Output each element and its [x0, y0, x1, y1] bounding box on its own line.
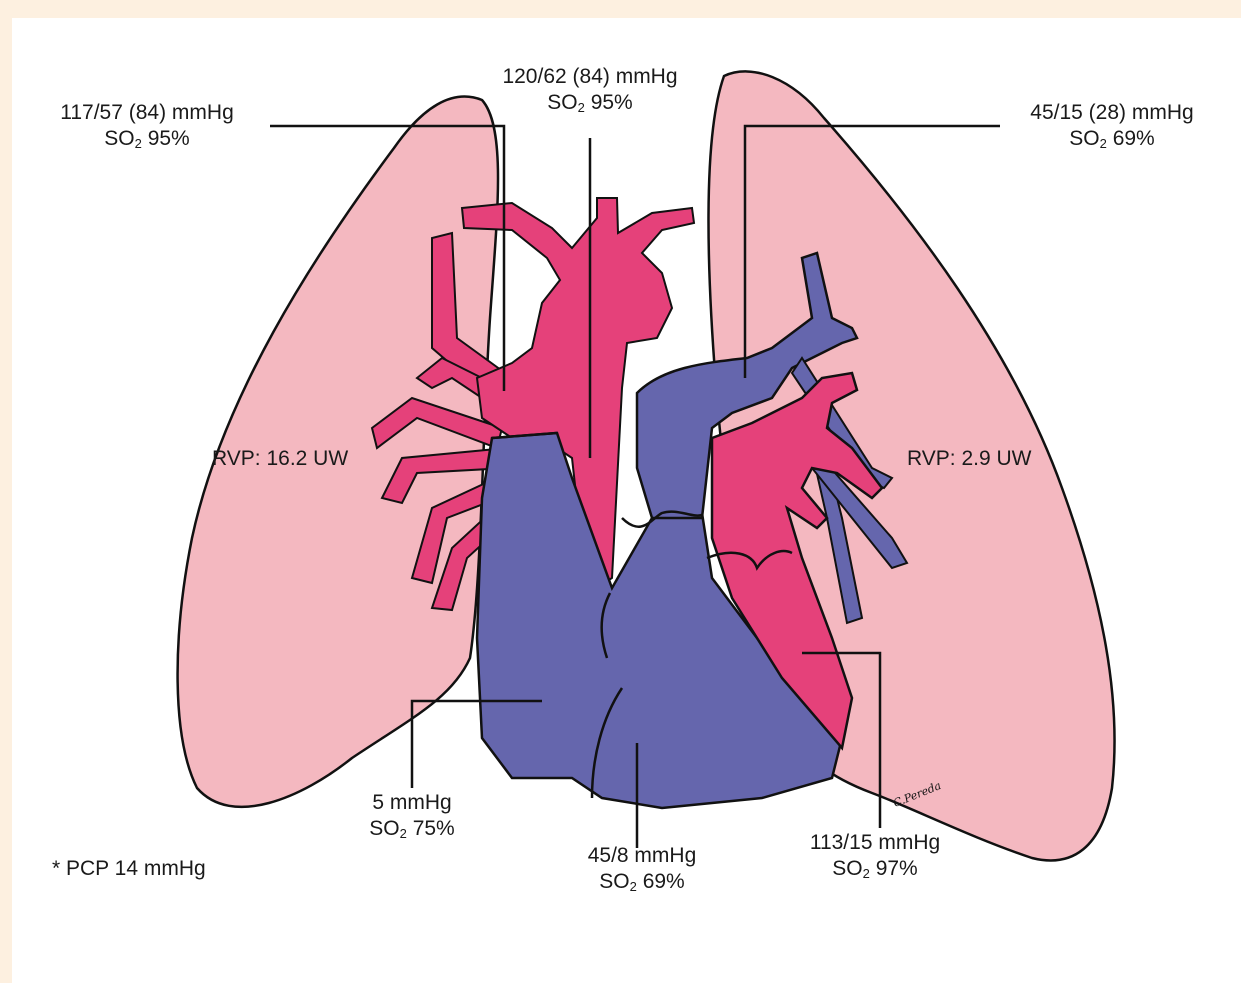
label-right-ventricle: 45/8 mmHg SO2 69%	[567, 843, 717, 900]
right-ventricle-pressure: 45/8 mmHg	[588, 844, 697, 867]
aortic-arch-saturation: SO2 95%	[480, 90, 700, 121]
ascending-aorta-saturation: SO2 95%	[42, 126, 252, 157]
left-ventricle-saturation: SO2 97%	[790, 856, 960, 887]
ascending-aorta-pressure: 117/57 (84) mmHg	[60, 101, 234, 124]
label-left-lung-rvp: RVP: 2.9 UW	[907, 446, 1031, 472]
footnote-pcp: * PCP 14 mmHg	[52, 856, 206, 882]
label-aortic-arch: 120/62 (84) mmHg SO2 95%	[480, 64, 700, 121]
right-atrium-pressure: 5 mmHg	[372, 791, 451, 814]
label-right-atrium: 5 mmHg SO2 75%	[352, 790, 472, 847]
figure-frame: 117/57 (84) mmHg SO2 95% 120/62 (84) mmH…	[12, 18, 1241, 983]
pulmonary-artery-saturation: SO2 69%	[1002, 126, 1222, 157]
aortic-arch-pressure: 120/62 (84) mmHg	[502, 65, 677, 88]
right-atrium-saturation: SO2 75%	[352, 816, 472, 847]
left-ventricle-pressure: 113/15 mmHg	[810, 831, 940, 854]
label-pulmonary-artery: 45/15 (28) mmHg SO2 69%	[1002, 100, 1222, 157]
heart-lung-diagram	[12, 18, 1241, 983]
label-ascending-aorta: 117/57 (84) mmHg SO2 95%	[42, 100, 252, 157]
label-right-lung-rvp: RVP: 16.2 UW	[212, 446, 348, 472]
right-ventricle-saturation: SO2 69%	[567, 869, 717, 900]
pulmonary-artery-pressure: 45/15 (28) mmHg	[1030, 101, 1193, 124]
label-left-ventricle: 113/15 mmHg SO2 97%	[790, 830, 960, 887]
